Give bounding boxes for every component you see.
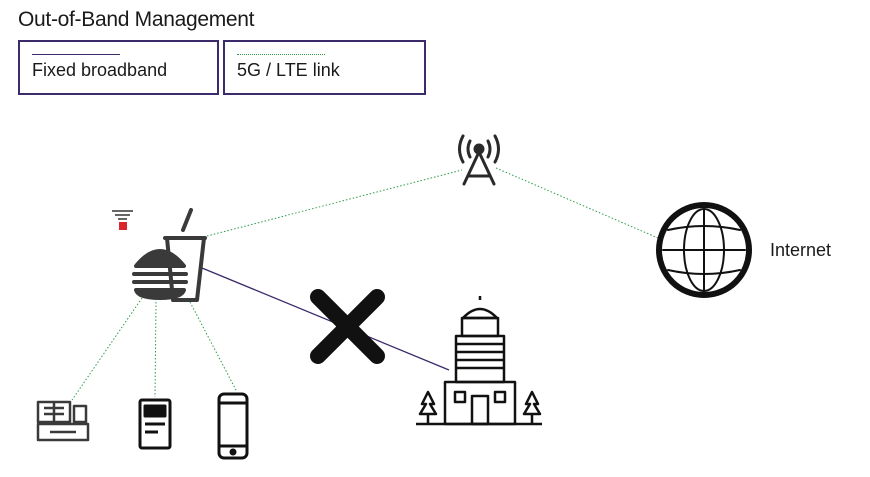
payment-terminal-icon	[138, 398, 172, 450]
office-building-icon	[416, 296, 542, 426]
cash-register-icon	[36, 400, 90, 442]
link-restaurant-pos	[71, 297, 143, 401]
page-title: Out-of-Band Management	[18, 8, 255, 31]
legend-5g-lte-link: 5G / LTE link	[223, 40, 426, 95]
fast-food-icon	[132, 208, 207, 302]
status-indicator-icon	[112, 210, 133, 230]
legend-solid-line-sample	[32, 54, 120, 55]
status-red-square	[119, 222, 127, 230]
x-mark-icon	[310, 289, 385, 364]
legend-fixed-label: Fixed broadband	[32, 60, 168, 80]
legend-5g-label: 5G / LTE link	[237, 60, 340, 80]
smartphone-icon	[217, 392, 249, 460]
legend-dotted-line-sample	[237, 54, 325, 55]
link-tower-internet	[495, 167, 659, 239]
link-restaurant-headquarters	[201, 267, 450, 371]
link-restaurant-phone	[189, 301, 238, 393]
cell-tower-icon	[458, 134, 500, 186]
legend-fixed-broadband: Fixed broadband	[18, 40, 219, 95]
wireless-links	[71, 167, 659, 401]
globe-icon	[656, 202, 752, 298]
link-restaurant-terminal	[154, 301, 157, 398]
link-restaurant-tower	[206, 169, 463, 237]
internet-label: Internet	[770, 240, 832, 260]
